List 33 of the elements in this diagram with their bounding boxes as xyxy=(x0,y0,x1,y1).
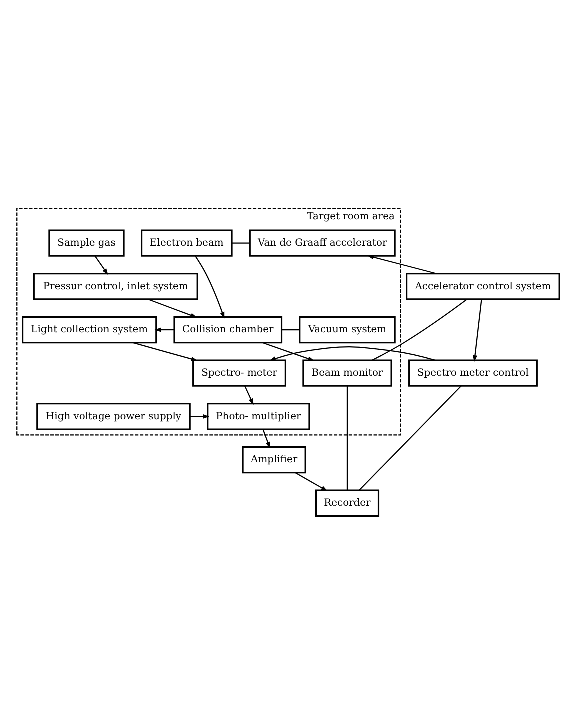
arrow xyxy=(262,428,270,448)
arrow xyxy=(195,255,225,318)
connector xyxy=(358,385,462,490)
connector xyxy=(346,386,348,490)
node-box: Accelerator control system xyxy=(406,272,560,300)
arrow xyxy=(148,298,198,318)
node-box: Van de Graaff accelerator xyxy=(249,229,396,256)
node-box: Recorder xyxy=(315,489,380,516)
node-box: Collision chamber xyxy=(174,316,283,344)
node-box: Spectro meter control xyxy=(408,359,538,386)
node-box: Pressur control, inlet system xyxy=(33,272,198,300)
arrow xyxy=(244,385,254,405)
node-box: Electron beam xyxy=(141,229,233,256)
arrow xyxy=(472,299,482,362)
node-box: Light collection system xyxy=(22,316,158,344)
arrow xyxy=(295,472,328,491)
connector xyxy=(372,298,468,361)
arrow xyxy=(262,342,315,361)
node-box: Spectro- meter xyxy=(192,359,286,386)
node-box: Beam monitor xyxy=(302,359,392,386)
connector xyxy=(282,328,300,330)
node-box: Amplifier xyxy=(242,446,306,474)
node-box: Sample gas xyxy=(48,229,125,256)
connector xyxy=(232,242,250,244)
arrow xyxy=(132,342,198,361)
arrow xyxy=(94,255,108,275)
arrow xyxy=(367,254,437,274)
node-box: Photo- multiplier xyxy=(207,402,310,430)
arrow xyxy=(154,327,174,332)
node-box: High voltage power supply xyxy=(36,402,191,430)
arrow xyxy=(190,414,210,418)
arrow xyxy=(269,346,436,361)
node-box: Vacuum system xyxy=(299,316,396,344)
